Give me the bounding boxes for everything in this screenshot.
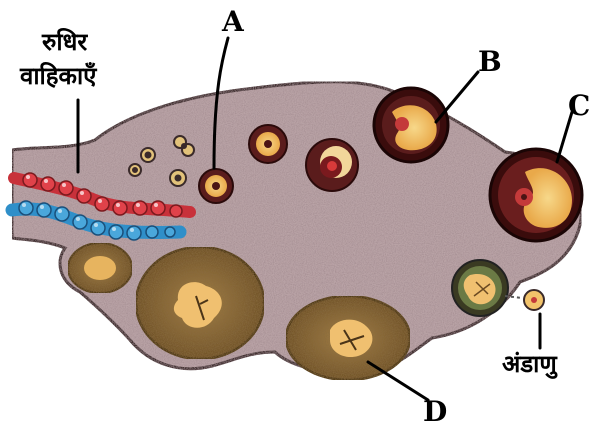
label-D: D [423, 398, 447, 426]
leader-line-D [368, 362, 428, 400]
label-A: A [222, 8, 244, 36]
growing-follicle-2 [306, 139, 358, 191]
follicle-A [199, 169, 233, 203]
corpus-luteum-D [286, 296, 410, 380]
label-B: B [478, 48, 502, 76]
leader-line-B [436, 72, 478, 122]
label-blood-vessels-line2: वाहिकाएँ [20, 64, 96, 88]
label-C: C [568, 92, 590, 120]
growing-follicle-1 [249, 125, 287, 163]
corpus-luteum-large [136, 247, 264, 359]
follicle-B [374, 88, 448, 162]
ruptured-follicle [452, 260, 508, 316]
label-blood-vessels-line1: रुधिर [42, 30, 87, 54]
follicle-C [490, 149, 582, 241]
label-ovum: अंडाणु [502, 352, 557, 376]
corpus-luteum-small [68, 243, 132, 293]
